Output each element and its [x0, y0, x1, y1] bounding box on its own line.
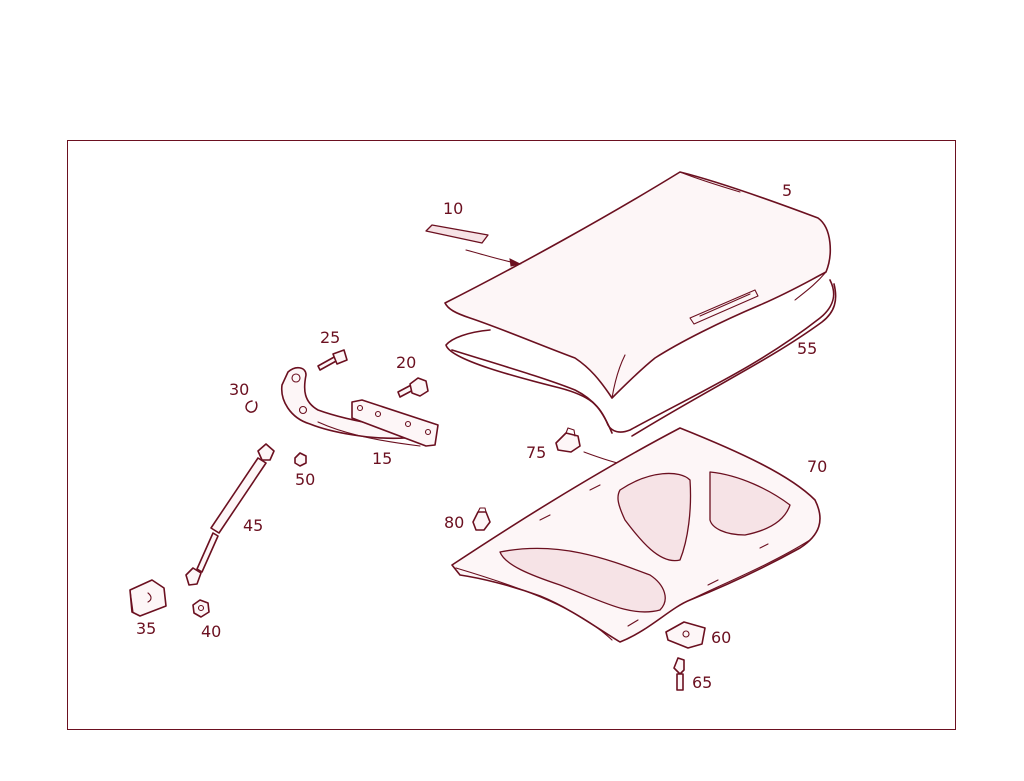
pad-10 [425, 224, 522, 267]
diagram-frame [67, 140, 956, 730]
clip-65 [673, 657, 685, 691]
label-35: 35 [136, 619, 156, 638]
gas-strut-45 [185, 443, 275, 586]
trunk-seal [445, 279, 837, 437]
label-75: 75 [526, 443, 546, 462]
inner-trim-70 [451, 427, 821, 643]
label-55: 55 [797, 339, 817, 358]
latch-60 [665, 621, 706, 649]
label-30: 30 [229, 380, 249, 399]
label-5: 5 [782, 181, 792, 200]
label-65: 65 [692, 673, 712, 692]
label-70: 70 [807, 457, 827, 476]
label-10: 10 [443, 199, 463, 218]
bolt-20 [397, 377, 429, 398]
label-15: 15 [372, 449, 392, 468]
bracket-35 [129, 579, 167, 617]
label-40: 40 [201, 622, 221, 641]
trunk-lid [444, 171, 832, 399]
label-60: 60 [711, 628, 731, 647]
hinge-15 [281, 366, 439, 447]
bolt-25 [317, 349, 348, 371]
clip-30 [245, 400, 258, 413]
clip-80 [472, 507, 491, 531]
nut-40 [192, 599, 210, 618]
label-25: 25 [320, 328, 340, 347]
label-20: 20 [396, 353, 416, 372]
label-80: 80 [444, 513, 464, 532]
label-50: 50 [295, 470, 315, 489]
nut-50 [294, 452, 307, 467]
label-45: 45 [243, 516, 263, 535]
